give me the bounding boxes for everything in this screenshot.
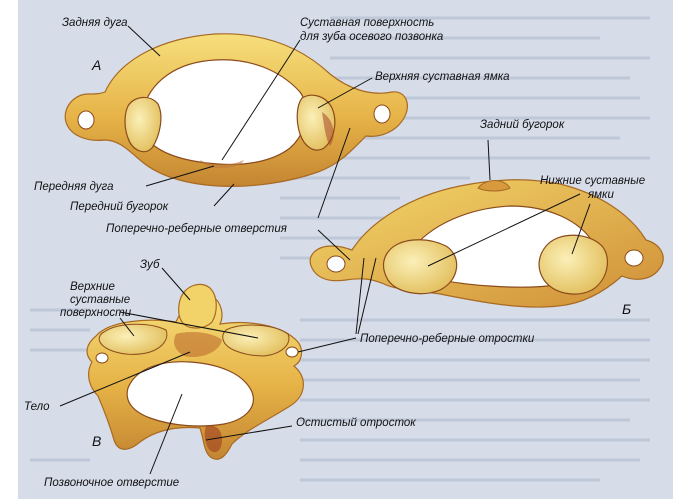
label-anterior-tubercle: Передний бугорок bbox=[70, 201, 169, 213]
label-vertebral-foramen: Позвоночное отверстие bbox=[44, 477, 179, 489]
label-superior-surfaces-1: Верхние bbox=[70, 281, 115, 293]
label-anterior-arch: Передняя дуга bbox=[34, 181, 113, 193]
axis-right-transverse-foramen bbox=[286, 347, 298, 357]
atlas-b-left-facet bbox=[384, 240, 457, 294]
label-posterior-arch: Задняя дуга bbox=[62, 17, 128, 29]
label-articular-surface-1: Суставная поверхность bbox=[300, 17, 434, 29]
label-inferior-facets-1: Нижние суставные bbox=[540, 175, 645, 187]
label-body: Тело bbox=[24, 401, 50, 413]
label-superior-surfaces-3: поверхности bbox=[60, 307, 132, 319]
label-dens: Зуб bbox=[140, 259, 160, 271]
label-superior-surfaces-2: суставные bbox=[70, 294, 130, 306]
atlas-b-right-facet bbox=[539, 235, 607, 294]
label-superior-facet: Верхняя суставная ямка bbox=[375, 71, 510, 83]
panel-letter-b: Б bbox=[622, 301, 631, 317]
axis-left-transverse-foramen bbox=[96, 353, 108, 363]
panel-letter-c: В bbox=[92, 433, 101, 449]
axis-dens bbox=[179, 284, 217, 328]
label-transverse-foramina: Поперечно-реберные отверстия bbox=[106, 223, 287, 235]
label-spinous-process: Остистый отросток bbox=[296, 417, 416, 429]
panel-letter-a: А bbox=[91, 57, 101, 73]
label-articular-surface-2: для зуба осевого позвонка bbox=[300, 31, 443, 43]
atlas-left-transverse-foramen bbox=[78, 111, 94, 129]
atlas-b-left-transverse-foramen bbox=[327, 256, 345, 272]
label-inferior-facets-2: ямки bbox=[587, 189, 614, 201]
atlas-b-right-transverse-foramen bbox=[625, 250, 643, 266]
label-transverse-processes: Поперечно-реберные отростки bbox=[360, 333, 535, 345]
atlas-right-transverse-foramen bbox=[374, 105, 390, 123]
label-posterior-tubercle: Задний бугорок bbox=[480, 119, 565, 131]
